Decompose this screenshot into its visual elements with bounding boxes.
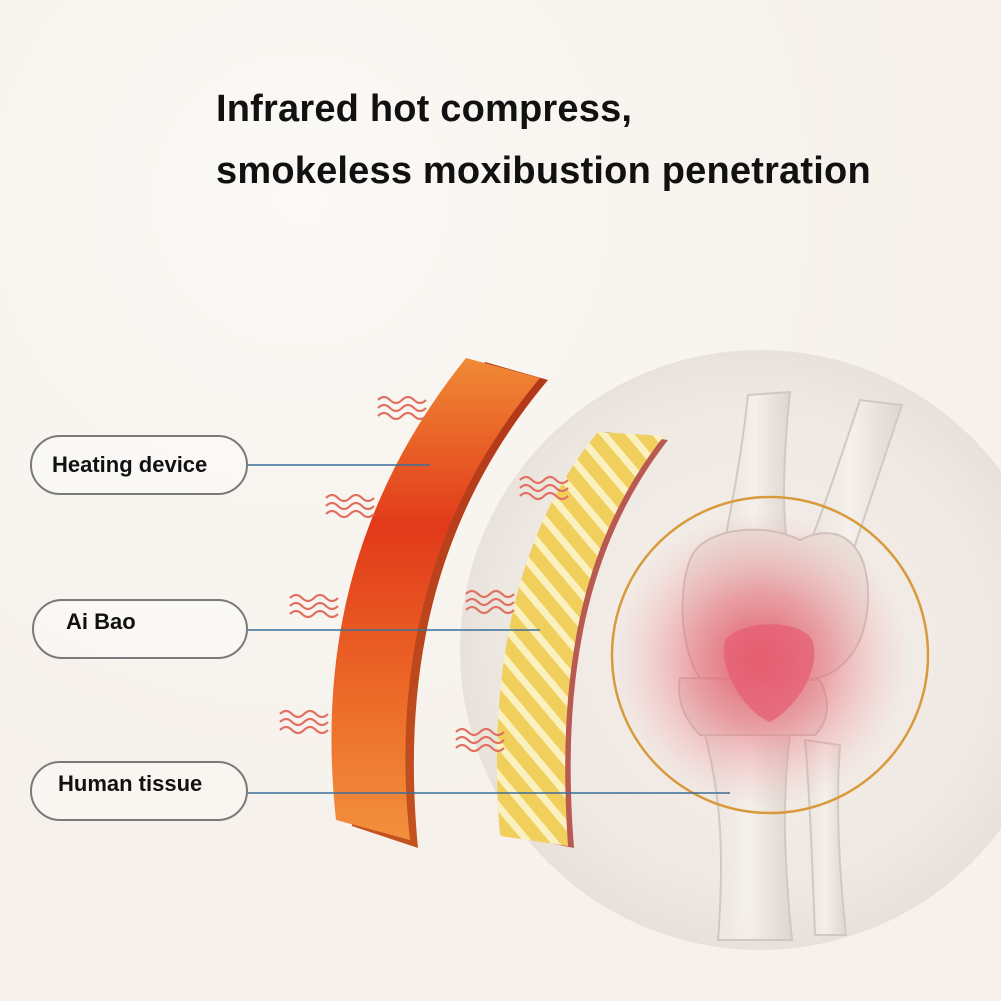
heat-wave-2 [325, 493, 375, 519]
label-human-tissue-text: Human tissue [58, 771, 203, 796]
label-ai-bao: Ai Bao [32, 599, 248, 659]
heat-wave-4 [279, 709, 329, 735]
heat-waves [279, 395, 569, 753]
headline-line-2: smokeless moxibustion penetration [216, 150, 871, 192]
label-human-tissue: Human tissue [30, 761, 248, 821]
leader-lines [248, 464, 730, 794]
headline-line-1: Infrared hot compress, [216, 88, 633, 130]
heating-device-layer [331, 358, 548, 848]
label-heating-device: Heating device [30, 435, 248, 495]
focus-ring [610, 495, 930, 815]
kneecap [723, 624, 815, 722]
heat-wave-1 [377, 395, 427, 421]
headline: Infrared hot compress, smokeless moxibus… [216, 78, 871, 202]
heat-wave-6 [465, 589, 515, 615]
heat-wave-3 [289, 593, 339, 619]
label-ai-bao-text: Ai Bao [66, 609, 136, 634]
ai-bao-layer [496, 432, 668, 848]
heat-wave-5 [519, 475, 569, 501]
label-heating-device-text: Heating device [52, 452, 208, 477]
heat-wave-7 [455, 727, 505, 753]
